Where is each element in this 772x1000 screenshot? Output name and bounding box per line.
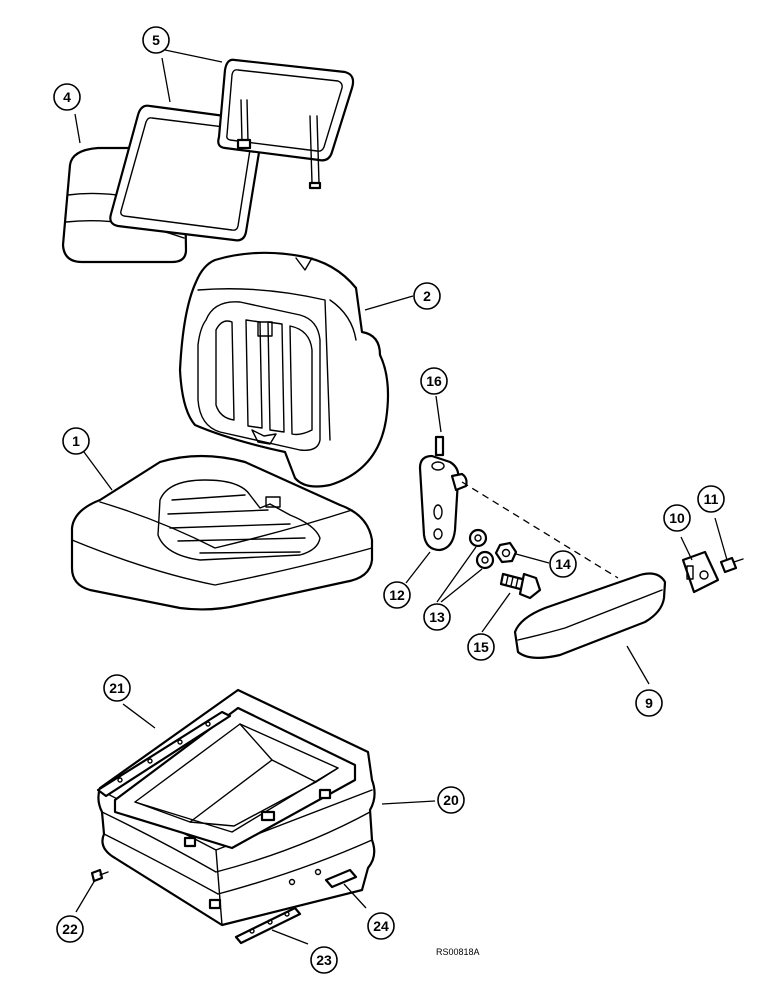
svg-text:13: 13 bbox=[429, 609, 445, 625]
svg-text:12: 12 bbox=[389, 587, 405, 603]
callout-16: 16 bbox=[420, 367, 448, 395]
callout-5: 5 bbox=[142, 26, 170, 54]
callout-2: 2 bbox=[413, 282, 441, 310]
armrest-bracket bbox=[418, 454, 468, 552]
svg-text:16: 16 bbox=[426, 373, 442, 389]
bolt bbox=[499, 572, 542, 600]
plug bbox=[90, 868, 109, 883]
callout-12: 12 bbox=[383, 581, 411, 609]
svg-text:22: 22 bbox=[62, 921, 78, 937]
callout-14: 14 bbox=[549, 550, 577, 578]
callout-10: 10 bbox=[663, 504, 691, 532]
washer-upper bbox=[468, 528, 488, 548]
suspension-base bbox=[97, 688, 376, 927]
leader-lines bbox=[74, 49, 728, 945]
callout-9: 9 bbox=[635, 689, 663, 717]
svg-text:2: 2 bbox=[423, 288, 431, 304]
svg-text:9: 9 bbox=[645, 695, 653, 711]
callout-13: 13 bbox=[423, 603, 451, 631]
svg-text:4: 4 bbox=[63, 89, 71, 105]
svg-text:15: 15 bbox=[473, 639, 489, 655]
nut bbox=[494, 541, 518, 564]
headrest-frame-rear bbox=[217, 58, 355, 190]
slide-rail-upper bbox=[96, 710, 232, 798]
callout-20: 20 bbox=[437, 786, 465, 814]
svg-text:21: 21 bbox=[109, 680, 125, 696]
seat-back bbox=[178, 251, 390, 488]
callout-11: 11 bbox=[697, 485, 725, 513]
svg-text:1: 1 bbox=[72, 433, 80, 449]
alignment-line bbox=[461, 481, 619, 579]
seat-cushion bbox=[70, 454, 374, 611]
armrest bbox=[513, 572, 667, 659]
mounting-plate bbox=[681, 550, 720, 594]
svg-text:11: 11 bbox=[704, 491, 719, 507]
svg-text:24: 24 bbox=[373, 918, 389, 934]
screw bbox=[719, 556, 744, 574]
callout-22: 21 bbox=[103, 674, 131, 702]
svg-text:20: 20 bbox=[443, 792, 459, 808]
svg-text:23: 23 bbox=[316, 952, 332, 968]
pin bbox=[434, 435, 445, 457]
reference-code: RS00818A bbox=[436, 947, 480, 957]
slide-rail-lower bbox=[234, 906, 302, 945]
callout-24: 24 bbox=[367, 912, 395, 940]
washer-lower bbox=[475, 550, 495, 570]
small-bracket bbox=[324, 868, 358, 889]
svg-text:5: 5 bbox=[152, 32, 160, 48]
svg-text:10: 10 bbox=[669, 510, 685, 526]
callout-21: 22 bbox=[56, 915, 84, 943]
callout-1: 1 bbox=[62, 427, 90, 455]
callout-4: 4 bbox=[53, 83, 81, 111]
callout-23: 23 bbox=[310, 946, 338, 974]
callout-15: 15 bbox=[467, 633, 495, 661]
svg-text:14: 14 bbox=[555, 556, 571, 572]
